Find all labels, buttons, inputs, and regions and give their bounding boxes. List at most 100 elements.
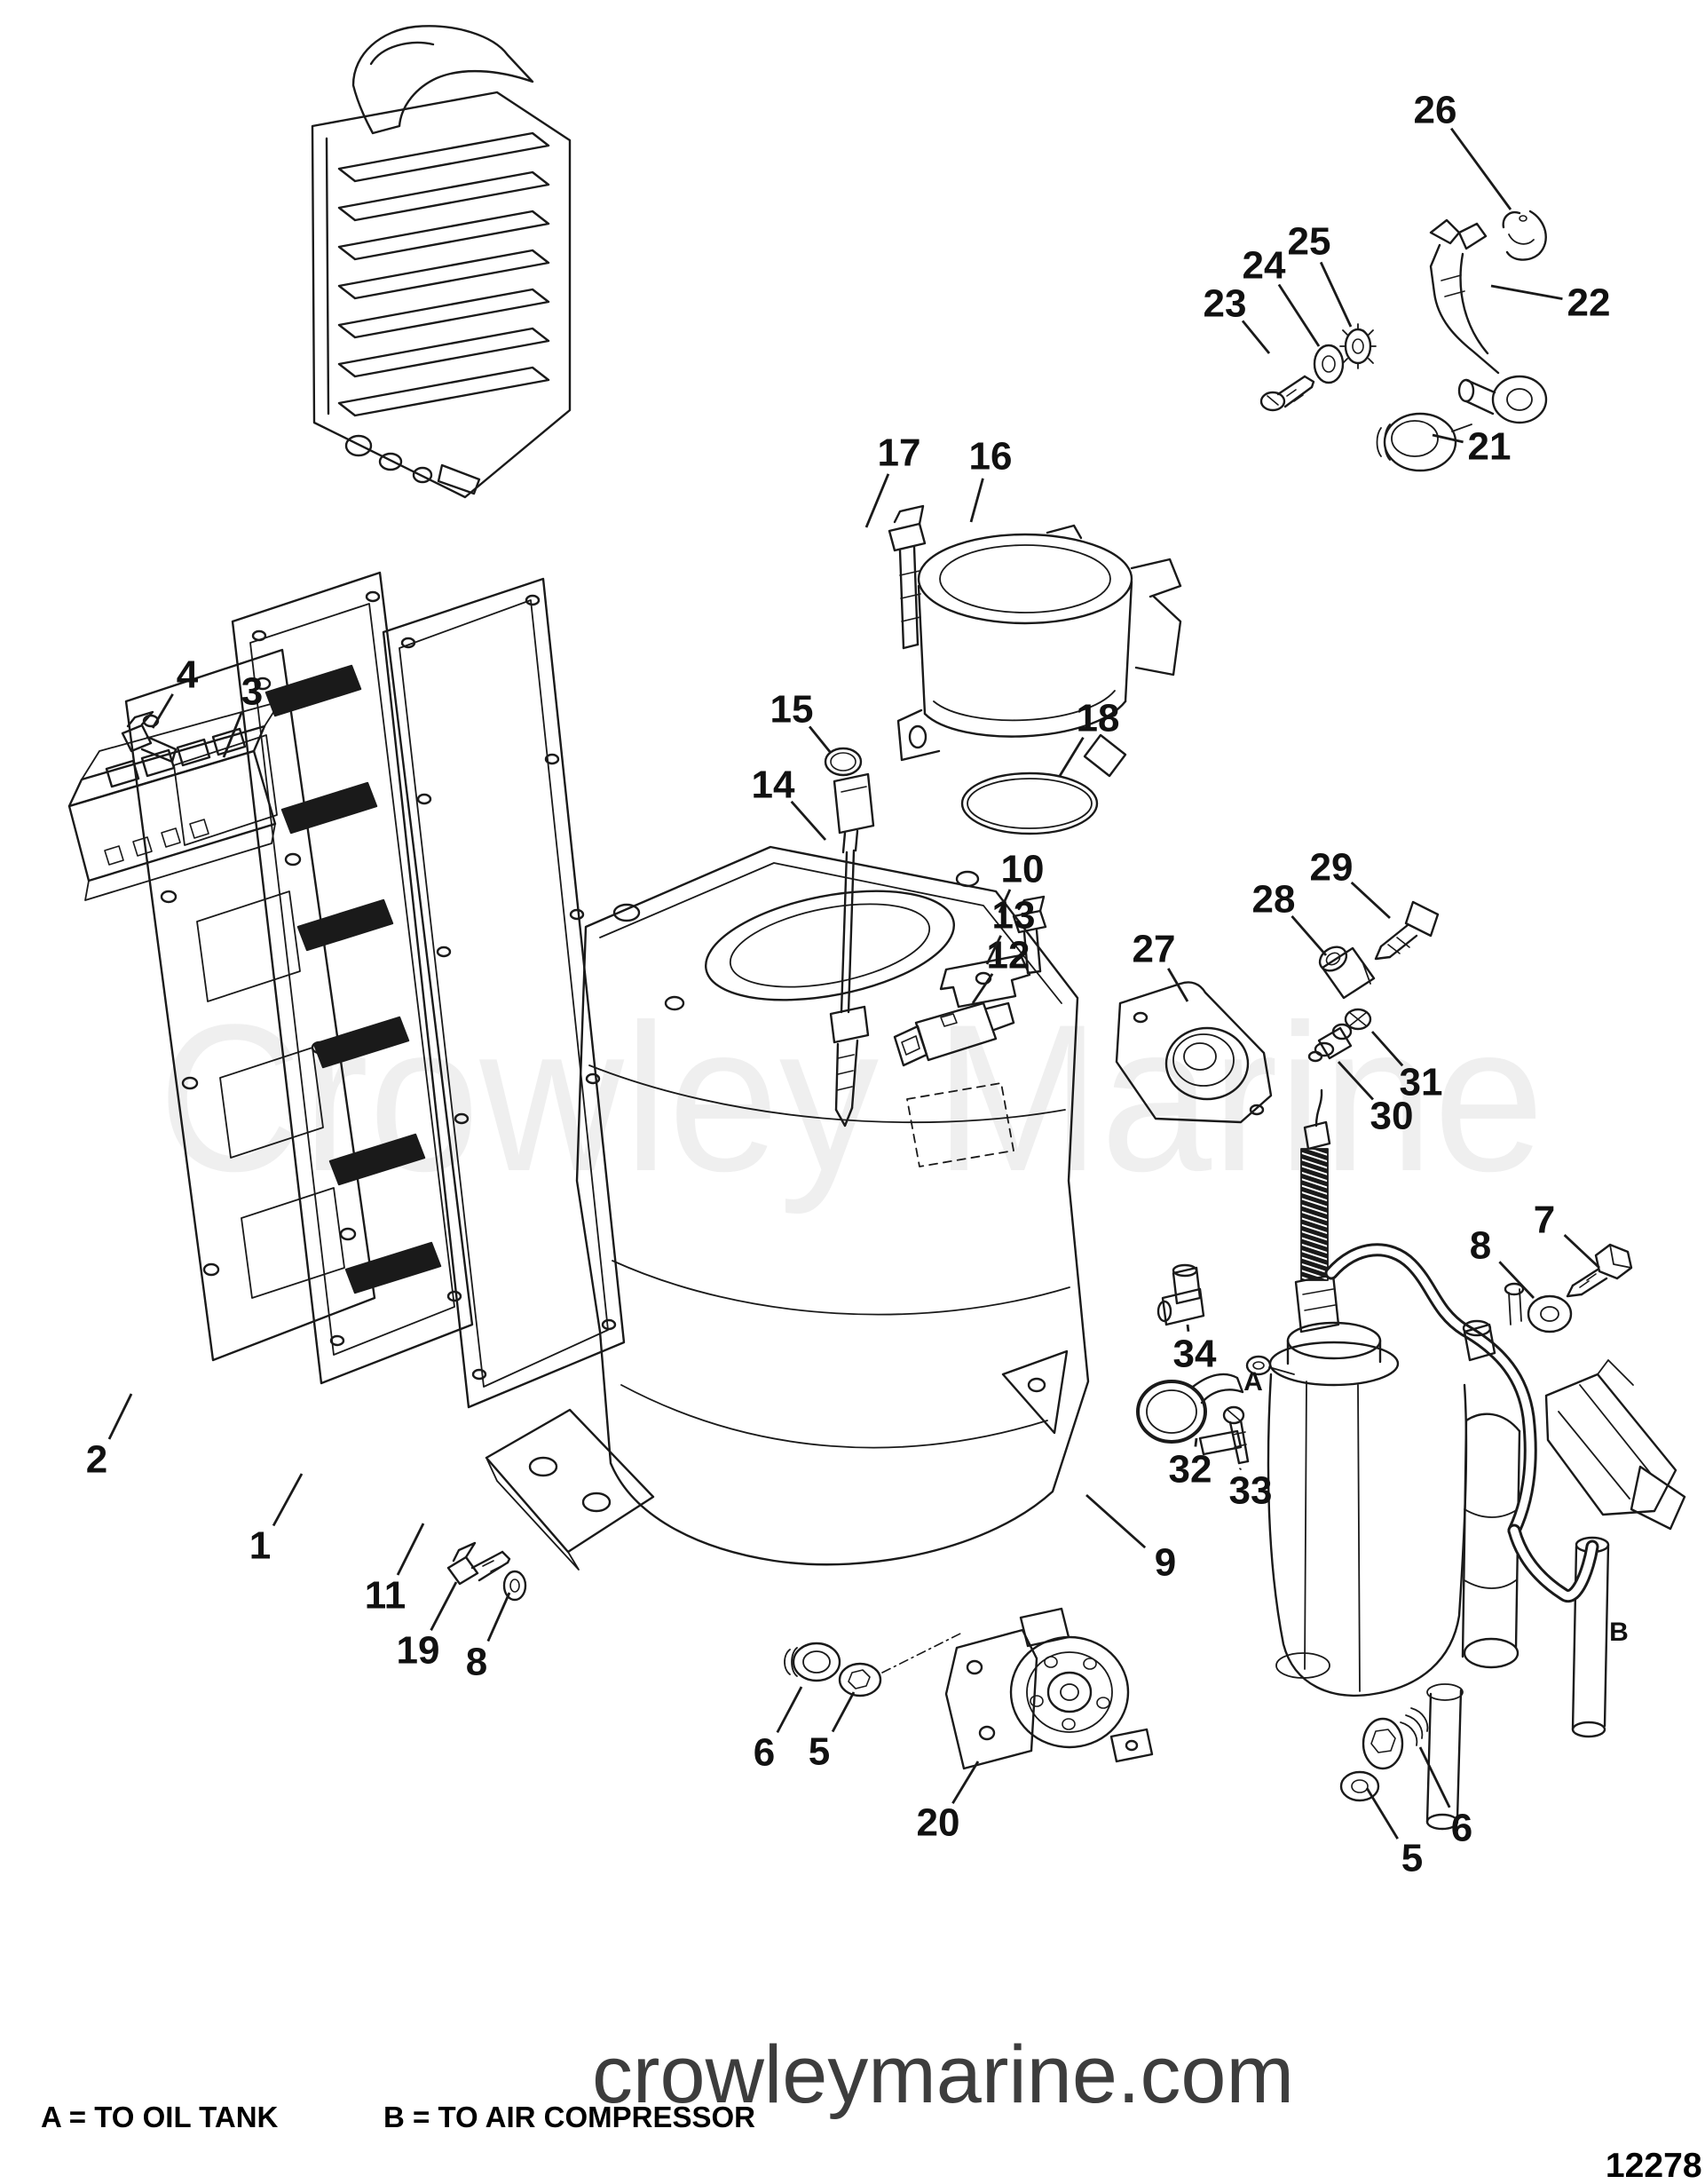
part-number-label[interactable]: 17 [878,431,921,475]
callout-7[interactable]: 7 [1534,1199,1600,1270]
leader-line [951,1761,980,1804]
part-number-label[interactable]: 32 [1169,1448,1212,1492]
callout-18[interactable]: 18 [1058,697,1120,777]
part-number-label[interactable]: 33 [1229,1469,1273,1513]
callout-16[interactable]: 16 [969,435,1013,523]
callout-4[interactable]: 4 [151,653,199,729]
lock-washer-drawing [1339,323,1377,369]
callout-14[interactable]: 14 [752,764,827,841]
part-number-label[interactable]: 14 [752,764,795,807]
part-number-label[interactable]: 18 [1077,697,1120,740]
leader-line [1058,736,1085,777]
part-number-label[interactable]: 11 [365,1574,407,1618]
part-number-label[interactable]: 34 [1173,1333,1217,1376]
part-number-label[interactable]: 3 [241,670,263,714]
callouts: 1234556678891011121314151617181920212223… [86,89,1611,1880]
leader-line [998,889,1012,914]
callout-33[interactable]: 33 [1229,1468,1273,1513]
sensor-bolt-drawing [1012,895,1047,975]
leader-line [1241,320,1271,354]
callout-5[interactable]: 5 [809,1691,856,1774]
part-number-label[interactable]: 5 [1401,1837,1423,1880]
callout-8[interactable]: 8 [466,1592,511,1684]
leader-line [1319,261,1353,328]
leader-line [1167,968,1189,1002]
callout-26[interactable]: 26 [1414,89,1512,210]
part-number-label[interactable]: 8 [466,1641,487,1684]
part-number-label[interactable]: 2 [86,1438,107,1482]
callout-31[interactable]: 31 [1370,1031,1443,1104]
callout-2[interactable]: 2 [86,1393,133,1482]
washer-5-right-drawing [1339,1770,1380,1802]
reed-block-drawing [231,571,474,1385]
part-number-label[interactable]: 12 [987,934,1030,977]
part-number-label[interactable]: 7 [1534,1199,1555,1242]
callout-10[interactable]: 10 [998,848,1045,914]
callout-30[interactable]: 30 [1337,1061,1414,1138]
part-number-label[interactable]: 28 [1252,878,1296,922]
leader-line [790,800,827,841]
callout-6[interactable]: 6 [1418,1746,1472,1850]
part-number-label[interactable]: 6 [1451,1807,1472,1850]
callout-15[interactable]: 15 [770,688,833,754]
callout-20[interactable]: 20 [917,1761,980,1845]
part-number-label[interactable]: 21 [1468,425,1512,469]
leader-line [1085,1493,1147,1549]
part-number-label[interactable]: 4 [177,653,199,697]
part-number-label[interactable]: 8 [1470,1224,1491,1268]
callout-1[interactable]: 1 [249,1473,304,1568]
callout-29[interactable]: 29 [1310,846,1391,920]
callout-12[interactable]: 12 [971,934,1030,1004]
callout-32[interactable]: 32 [1169,1437,1212,1492]
adapter-flange-drawing [1115,981,1273,1124]
callout-6[interactable]: 6 [754,1686,803,1775]
part-number-label[interactable]: 31 [1400,1061,1443,1104]
callout-27[interactable]: 27 [1133,928,1189,1002]
washer-5-left-drawing [838,1633,961,1697]
part-number-label[interactable]: 15 [770,688,814,732]
part-number-label[interactable]: 27 [1133,928,1176,971]
part-number-label[interactable]: 19 [397,1629,440,1673]
part-number-label[interactable]: 25 [1288,220,1331,264]
callout-11[interactable]: 11 [365,1523,425,1618]
part-number-label[interactable]: 6 [754,1731,775,1775]
part-number-label[interactable]: 16 [969,435,1013,479]
callout-17[interactable]: 17 [864,431,921,528]
callout-21[interactable]: 21 [1432,425,1512,469]
part-number-label[interactable]: 30 [1370,1095,1414,1138]
callout-8[interactable]: 8 [1470,1224,1535,1299]
part-number-label[interactable]: 23 [1204,282,1247,326]
callout-5[interactable]: 5 [1365,1787,1423,1880]
e-clip-drawing [1502,210,1547,261]
part-number-label[interactable]: 22 [1567,281,1611,325]
callout-28[interactable]: 28 [1252,878,1328,956]
ecm-bolt-drawing [121,710,178,764]
callout-34[interactable]: 34 [1173,1324,1217,1376]
callout-9[interactable]: 9 [1085,1493,1176,1585]
part-number-label[interactable]: 29 [1310,846,1354,890]
leader-line [864,473,890,528]
part-number-label[interactable]: 5 [809,1730,830,1774]
callout-25[interactable]: 25 [1288,220,1353,328]
leader-line [831,1691,856,1733]
callout-19[interactable]: 19 [397,1581,458,1673]
part-number-label[interactable]: 26 [1414,89,1457,132]
part-number-label[interactable]: 10 [1001,848,1045,891]
elbow-fitting-drawing [1156,1263,1205,1326]
leader-line [1238,1468,1243,1471]
callout-23[interactable]: 23 [1204,282,1271,354]
callout-13[interactable]: 13 [985,894,1036,965]
part-number-label[interactable]: 9 [1155,1541,1176,1585]
callout-22[interactable]: 22 [1490,281,1611,325]
callout-24[interactable]: 24 [1243,244,1321,347]
leader-line [1337,1061,1374,1101]
oil-pump-drawing [944,1607,1154,1770]
leader-line [1365,1787,1399,1840]
callout-3[interactable]: 3 [222,670,263,758]
part-number-label[interactable]: 1 [249,1524,271,1568]
part-number-label[interactable]: 24 [1243,244,1286,288]
leader-line [985,935,1002,965]
part-number-label[interactable]: 13 [992,894,1036,938]
part-number-label[interactable]: 20 [917,1801,960,1845]
